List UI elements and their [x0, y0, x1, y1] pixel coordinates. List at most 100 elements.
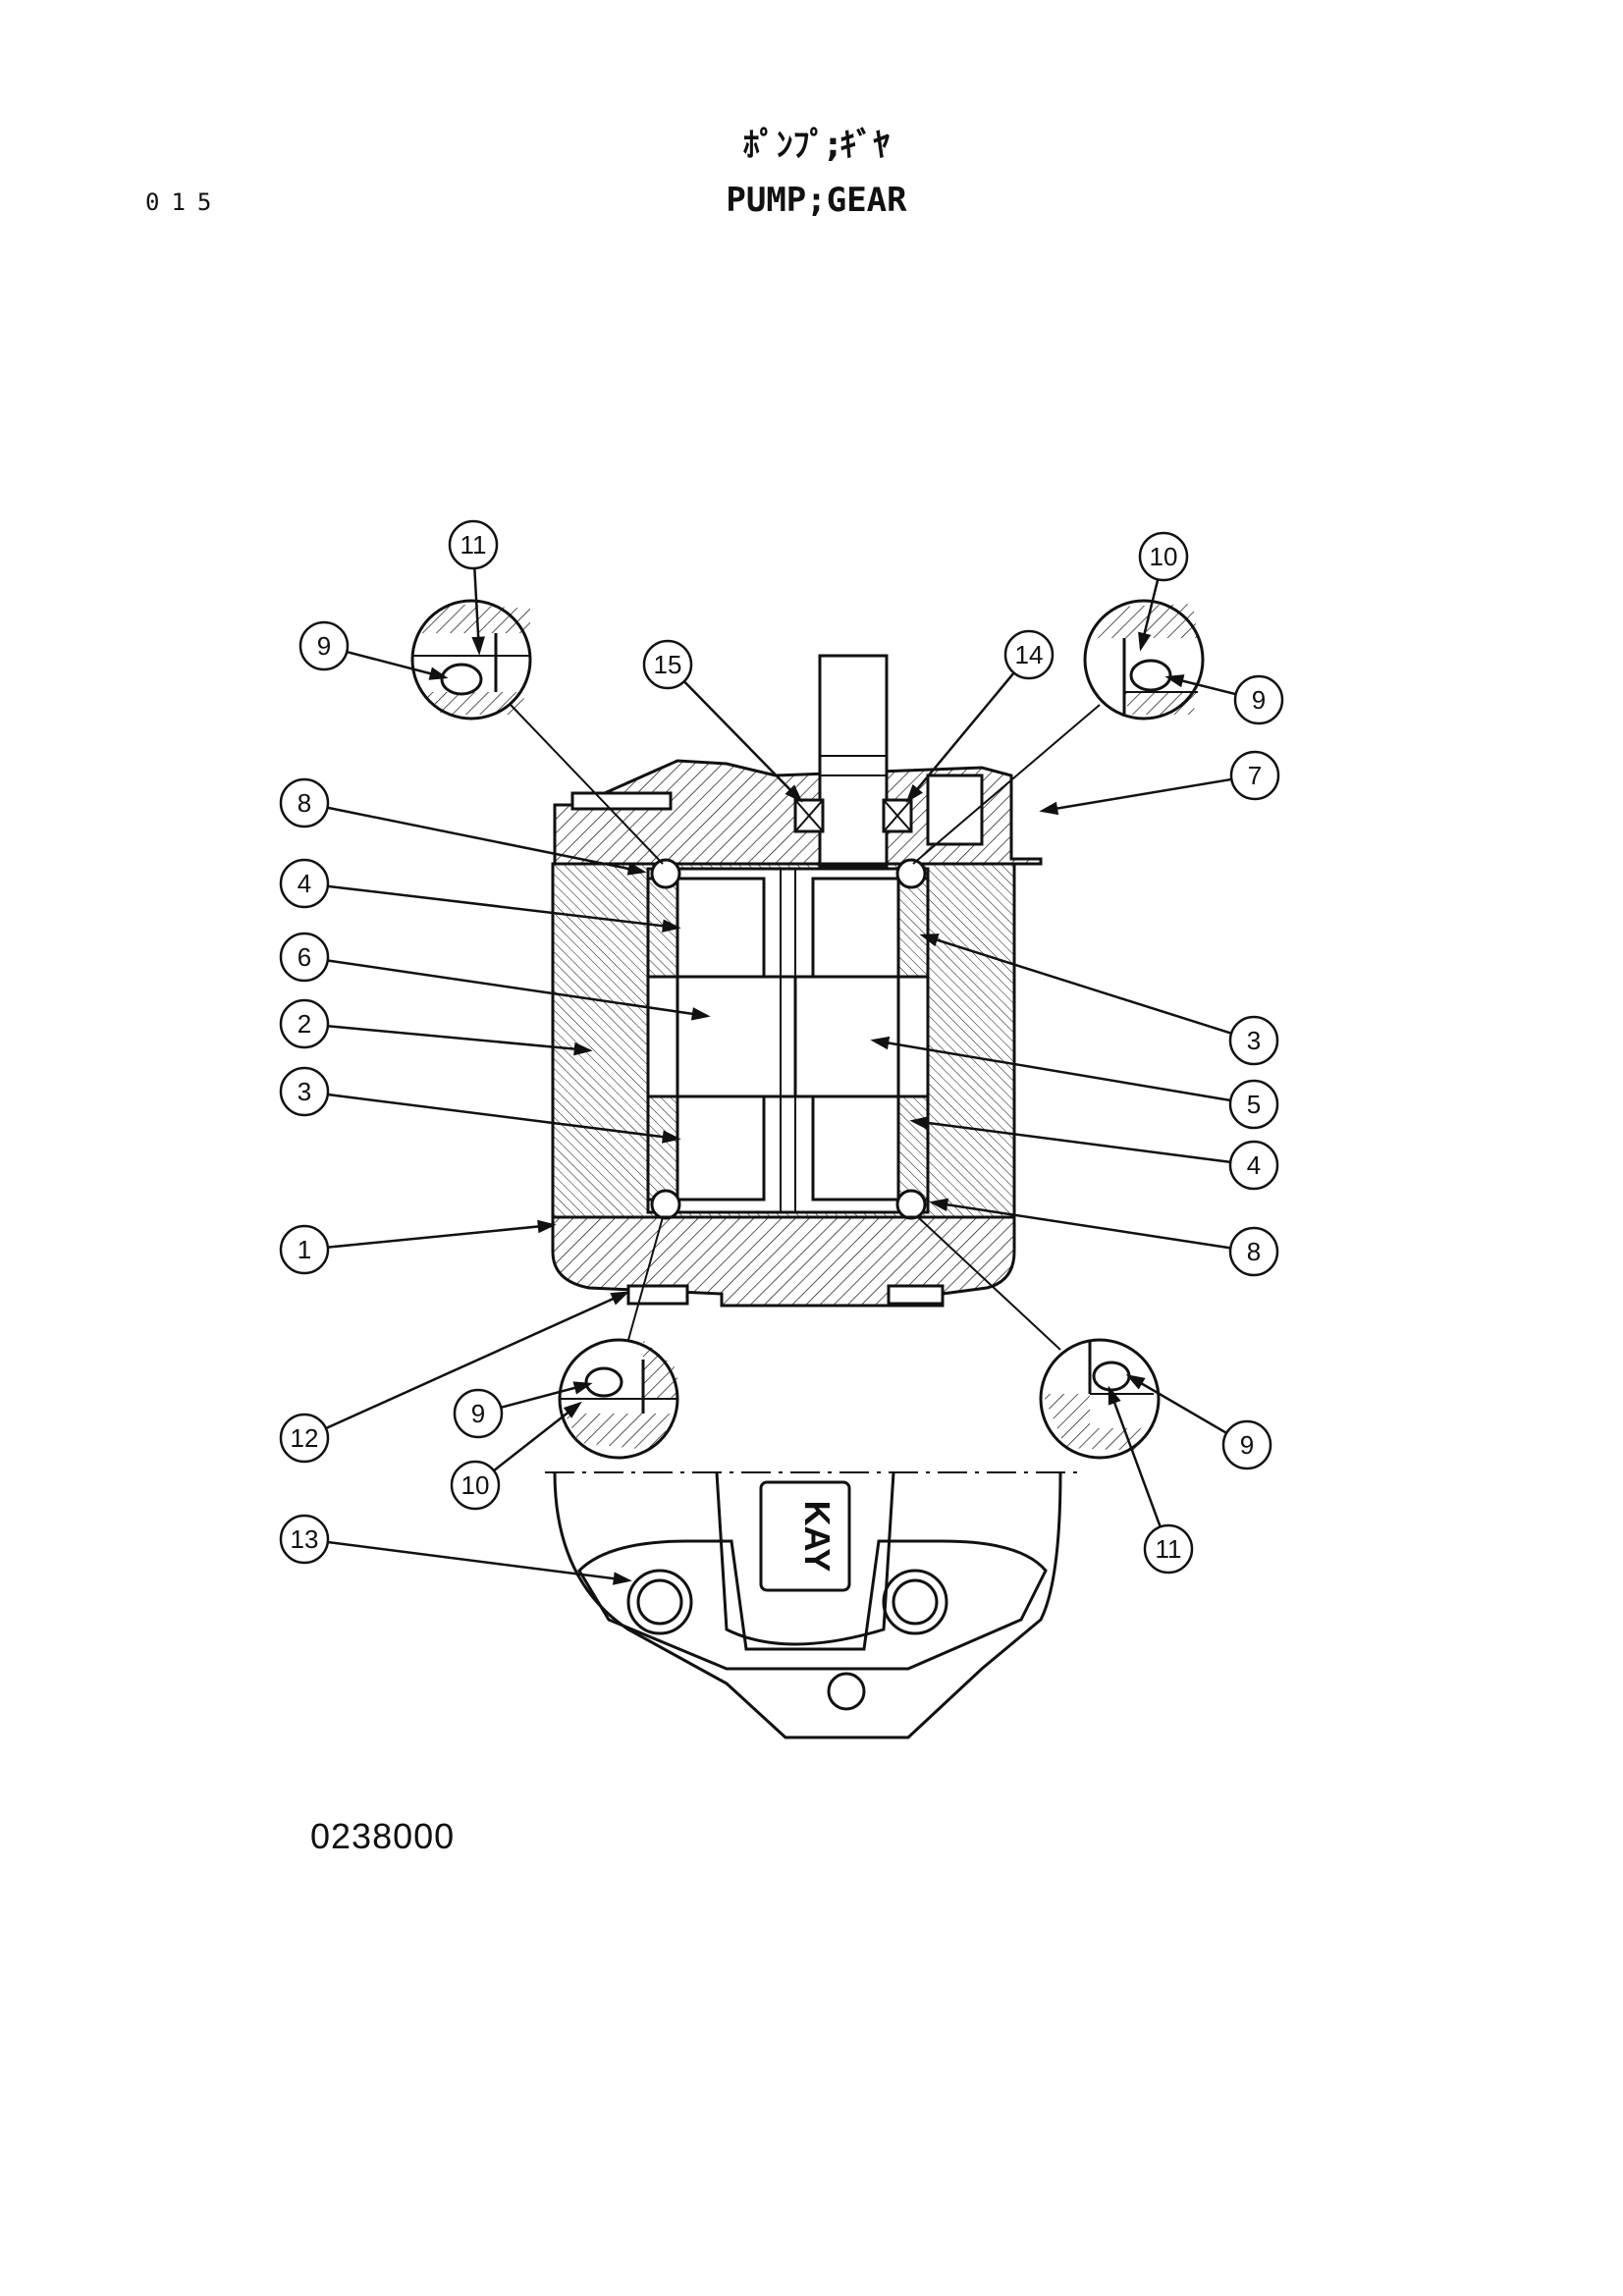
callout-balloon-c10a: [1138, 531, 1189, 582]
callout-balloon-c14: [1003, 629, 1055, 680]
callout-arrowhead-c10a: [1138, 631, 1152, 652]
page-number: 015: [145, 188, 224, 216]
callout-label-c9b: 9: [1252, 685, 1266, 715]
callout-label-c2: 2: [298, 1009, 311, 1039]
detail-bottom-right: [1039, 1338, 1161, 1460]
callout-balloon-c5: [1228, 1079, 1279, 1130]
title-japanese: ﾎﾟﾝﾌﾟ;ｷﾞﾔ: [742, 126, 891, 165]
callout-arrowhead-c9d: [1125, 1374, 1146, 1390]
mount-hole: [827, 1672, 866, 1711]
callout-label-c1: 1: [298, 1235, 311, 1264]
callout-label-c11a: 11: [460, 530, 487, 560]
callout-arrowhead-c11b: [1108, 1385, 1121, 1406]
callout-leader-c2: [327, 1024, 590, 1052]
callout-leader-c1: [327, 1223, 554, 1249]
callout-arrowhead-c1: [537, 1219, 557, 1234]
callout-arrowhead-c9c: [572, 1381, 593, 1395]
callout-label-c12: 12: [291, 1423, 319, 1453]
callout-label-c8b: 8: [1247, 1237, 1261, 1266]
callout-label-c15: 15: [654, 650, 682, 679]
callout-leader-c4b: [912, 1119, 1231, 1164]
detail-top-right: [1083, 599, 1205, 721]
callout-balloon-c3a: [279, 1066, 330, 1117]
callout-balloon-c4b: [1228, 1140, 1279, 1191]
callout-leader-c6: [327, 959, 708, 1018]
svg-text:KAY: KAY: [797, 1501, 838, 1573]
callout-balloon-c10b: [450, 1460, 501, 1511]
callout-label-c9a: 9: [317, 631, 331, 661]
callout-leader-c12: [325, 1291, 627, 1430]
detail-top-left: [410, 599, 532, 721]
callout-arrowhead-c11a: [471, 636, 485, 656]
callout-label-c7: 7: [1248, 761, 1262, 790]
detail-views: [410, 599, 1205, 1460]
callout-arrowhead-c3a: [662, 1130, 681, 1144]
callout-balloon-c7: [1229, 750, 1280, 801]
callout-balloon-c8a: [279, 777, 330, 828]
callout-balloon-c1: [279, 1224, 330, 1275]
callout-arrowhead-c5: [870, 1036, 891, 1050]
callout-balloon-c13: [279, 1514, 330, 1565]
drawing-number: 0238000: [310, 1816, 456, 1856]
callout-balloon-c11b: [1143, 1523, 1194, 1575]
cover-step: [570, 791, 673, 811]
callout-balloon-c6: [279, 932, 330, 983]
callout-leader-c8a: [327, 806, 644, 874]
callout-label-c10b: 10: [461, 1470, 490, 1500]
callout-leader-c7: [1042, 777, 1232, 813]
end-view: KAY: [545, 1471, 1085, 1739]
callout-arrowhead-c9b: [1164, 674, 1185, 688]
callout-leader-c15: [682, 680, 801, 801]
logo-plate: [759, 1480, 851, 1592]
callout-balloon-c2: [279, 998, 330, 1049]
callout-label-c4b: 4: [1247, 1150, 1261, 1180]
callout-arrowhead-c15: [784, 784, 803, 803]
callout-label-c10a: 10: [1150, 542, 1178, 571]
callout-balloon-c8b: [1228, 1226, 1279, 1277]
callout-balloon-c9c: [453, 1388, 504, 1439]
callout-leader-c10b: [493, 1403, 580, 1472]
callout-arrowhead-c14: [905, 783, 923, 803]
rear-boss-left: [626, 1284, 689, 1306]
callout-label-c13: 13: [291, 1524, 319, 1554]
callout-leader-c13: [327, 1540, 629, 1582]
callout-leader-c5: [873, 1039, 1231, 1102]
callout-leader-c3a: [327, 1093, 678, 1141]
callout-leader-c4a: [327, 884, 678, 930]
callout-balloon-c11a: [448, 519, 499, 570]
driven-gear: [646, 975, 797, 1098]
callout-arrowhead-c2: [573, 1041, 593, 1056]
callout-balloon-c9a: [298, 620, 350, 671]
drive-shaft: [818, 654, 889, 868]
callout-label-c6: 6: [298, 942, 311, 972]
callout-label-c8a: 8: [298, 788, 311, 818]
callout-balloon-c9d: [1221, 1419, 1272, 1470]
title-english: PUMP;GEAR: [726, 181, 907, 220]
callout-leader-c3b: [922, 934, 1232, 1035]
callout-leader-c8b: [932, 1201, 1231, 1250]
callout-leader-c9c: [500, 1382, 590, 1410]
callout-arrowhead-c4b: [909, 1116, 929, 1130]
callout-arrowhead-c4a: [662, 919, 681, 933]
callout-balloon-c3b: [1228, 1015, 1279, 1066]
callout-balloon-c4a: [279, 858, 330, 909]
callout-label-c3b: 3: [1247, 1026, 1261, 1055]
callout-label-c5: 5: [1247, 1090, 1261, 1119]
callout-leader-c9d: [1128, 1374, 1227, 1434]
callout-label-c4a: 4: [298, 869, 311, 898]
callout-arrowhead-c9a: [428, 667, 449, 680]
callout-label-c9c: 9: [471, 1399, 485, 1428]
callout-label-c11b: 11: [1156, 1534, 1182, 1564]
callout-balloon-c12: [279, 1413, 330, 1464]
port-left: [626, 1569, 693, 1635]
rear-boss-right: [887, 1284, 945, 1306]
callout-balloon-c15: [642, 639, 693, 690]
callout-label-c14: 14: [1015, 640, 1044, 669]
callout-arrowhead-c7: [1039, 801, 1059, 816]
callout-arrowhead-c8a: [626, 862, 647, 876]
callout-label-c3a: 3: [298, 1077, 311, 1106]
callout-arrowhead-c6: [690, 1007, 711, 1021]
callout-leader-c9a: [346, 650, 446, 679]
